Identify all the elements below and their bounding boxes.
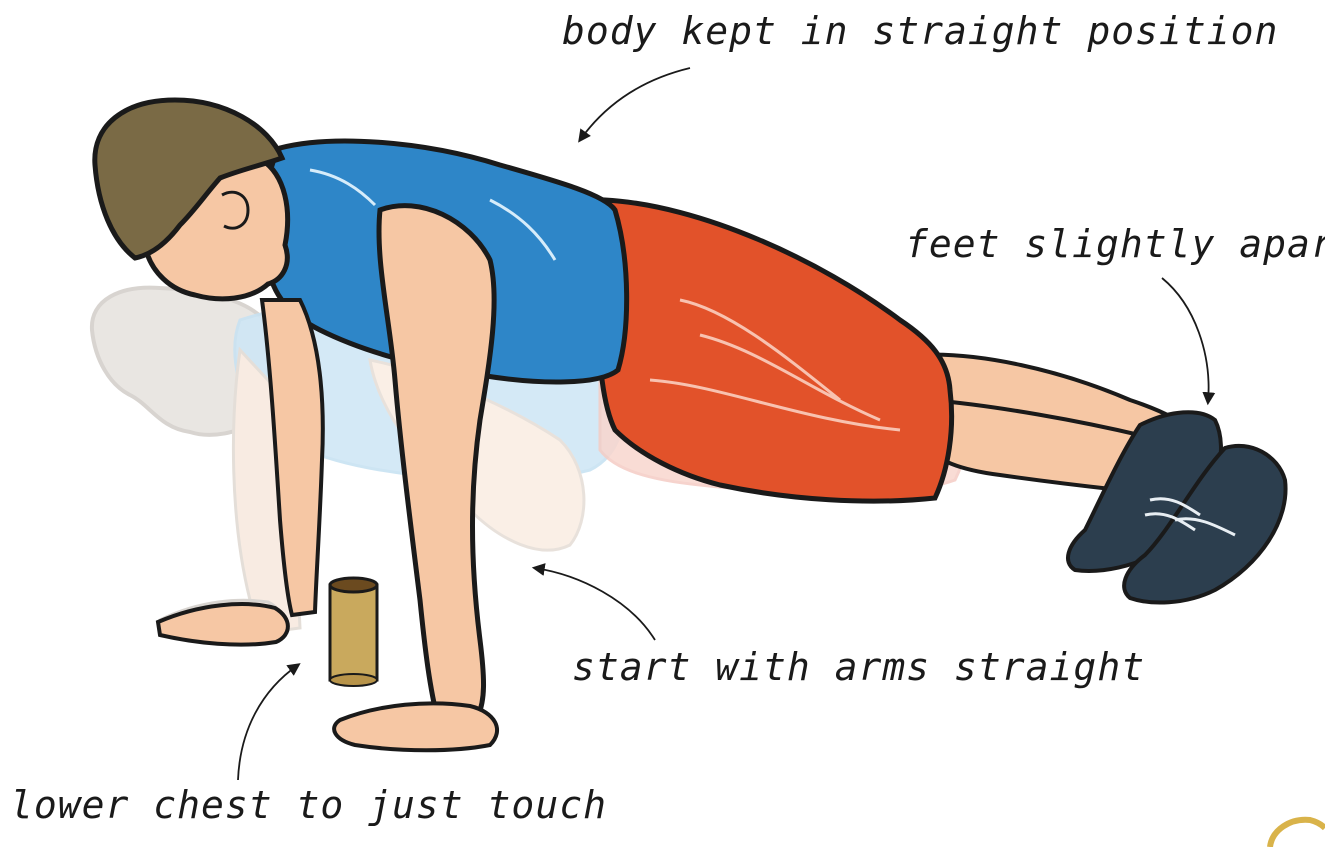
cylinder-prop: [330, 578, 377, 686]
annotation-feet: feet slightly apart: [905, 225, 1325, 263]
hand-main: [334, 703, 497, 750]
arrow-chest: [238, 665, 298, 780]
annotation-chest: lower chest to just touch: [10, 786, 607, 824]
logo-arc: [1270, 820, 1325, 847]
hand-back: [158, 604, 288, 645]
annotation-arms: start with arms straight: [572, 648, 1145, 686]
arrow-arms: [535, 568, 655, 640]
arrow-body: [580, 68, 690, 140]
ear: [222, 192, 248, 228]
arrow-feet: [1162, 278, 1209, 402]
annotation-body: body kept in straight position: [562, 12, 1278, 50]
